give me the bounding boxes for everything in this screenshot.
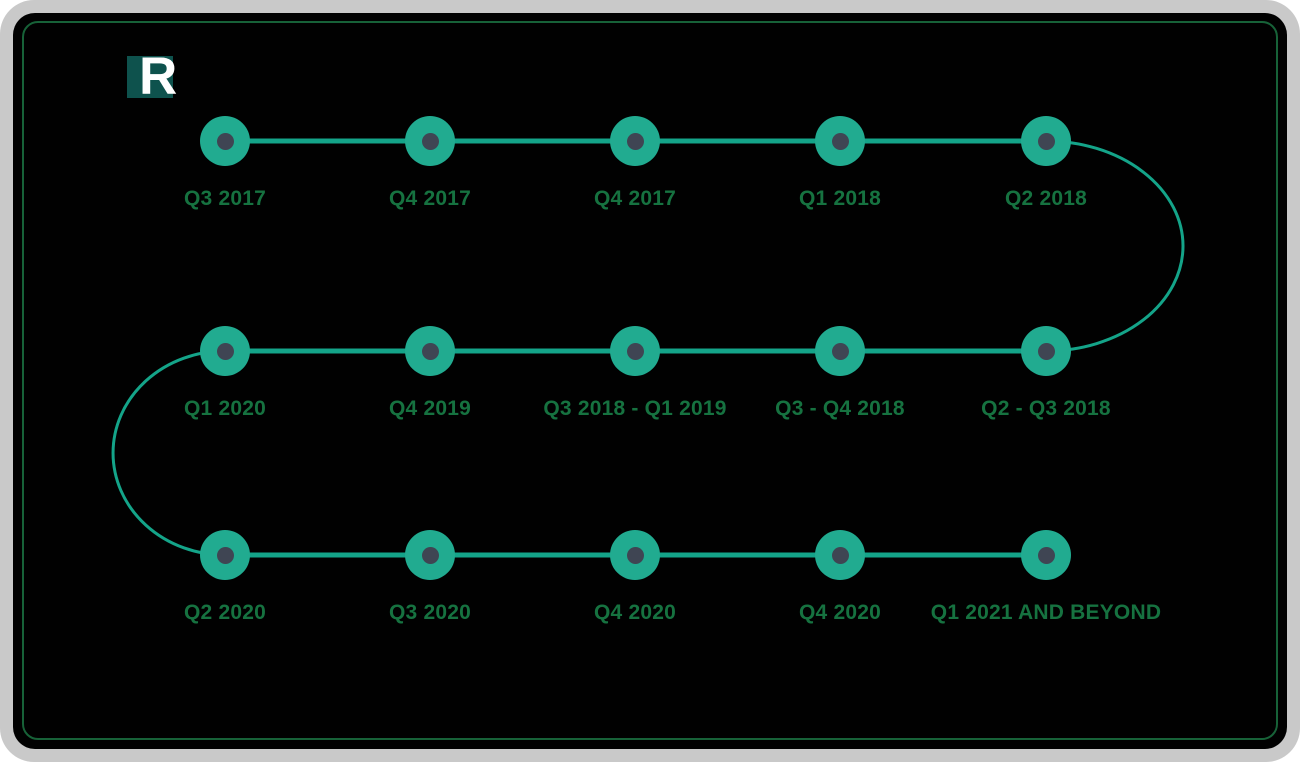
milestone-dot-icon — [421, 342, 439, 360]
milestone-dot-icon — [421, 132, 439, 150]
milestone-label: Q4 2019 — [389, 397, 471, 420]
milestone-node — [200, 116, 250, 166]
milestone-label: Q4 2020 — [594, 601, 676, 624]
milestone-dot-icon — [1037, 342, 1055, 360]
milestone-dot-icon — [1037, 132, 1055, 150]
milestone-dot-icon — [1037, 546, 1055, 564]
milestone-label: Q1 2020 — [184, 397, 266, 420]
milestone-node — [1021, 530, 1071, 580]
milestone-node — [610, 326, 660, 376]
milestone-label: Q3 2017 — [184, 187, 266, 210]
milestone-node — [200, 326, 250, 376]
milestone-node — [815, 116, 865, 166]
milestone-node — [1021, 116, 1071, 166]
milestone-dot-icon — [831, 342, 849, 360]
milestone-dot-icon — [216, 132, 234, 150]
milestone-node — [815, 326, 865, 376]
milestone-dot-icon — [216, 546, 234, 564]
milestone-label: Q2 2018 — [1005, 187, 1087, 210]
milestone-dot-icon — [421, 546, 439, 564]
milestone-node — [610, 116, 660, 166]
milestone-dot-icon — [831, 132, 849, 150]
milestone-node — [610, 530, 660, 580]
milestone-node — [200, 530, 250, 580]
milestone-node — [405, 116, 455, 166]
milestone-label: Q4 2020 — [799, 601, 881, 624]
milestone-label: Q3 - Q4 2018 — [775, 397, 905, 420]
milestone-label: Q2 2020 — [184, 601, 266, 624]
timeline-arc — [111, 139, 1185, 557]
milestone-node — [815, 530, 865, 580]
milestone-label: Q4 2017 — [389, 187, 471, 210]
milestone-label: Q3 2020 — [389, 601, 471, 624]
milestone-dot-icon — [626, 342, 644, 360]
milestone-dot-icon — [831, 546, 849, 564]
milestone-dot-icon — [626, 132, 644, 150]
milestone-label: Q1 2018 — [799, 187, 881, 210]
milestone-label: Q4 2017 — [594, 187, 676, 210]
logo: R — [127, 50, 177, 103]
milestone-node — [405, 530, 455, 580]
logo-letter: R — [139, 47, 177, 106]
milestone-dot-icon — [216, 342, 234, 360]
milestone-label: Q3 2018 - Q1 2019 — [543, 397, 727, 420]
milestone-label: Q2 - Q3 2018 — [981, 397, 1111, 420]
milestone-node — [405, 326, 455, 376]
roadmap-panel: R Q3 2017 Q4 2017 Q4 2017 Q1 2018 Q2 2018 Q1 … — [13, 13, 1287, 749]
milestone-node — [1021, 326, 1071, 376]
milestone-dot-icon — [626, 546, 644, 564]
milestone-label: Q1 2021 AND BEYOND — [930, 601, 1162, 624]
